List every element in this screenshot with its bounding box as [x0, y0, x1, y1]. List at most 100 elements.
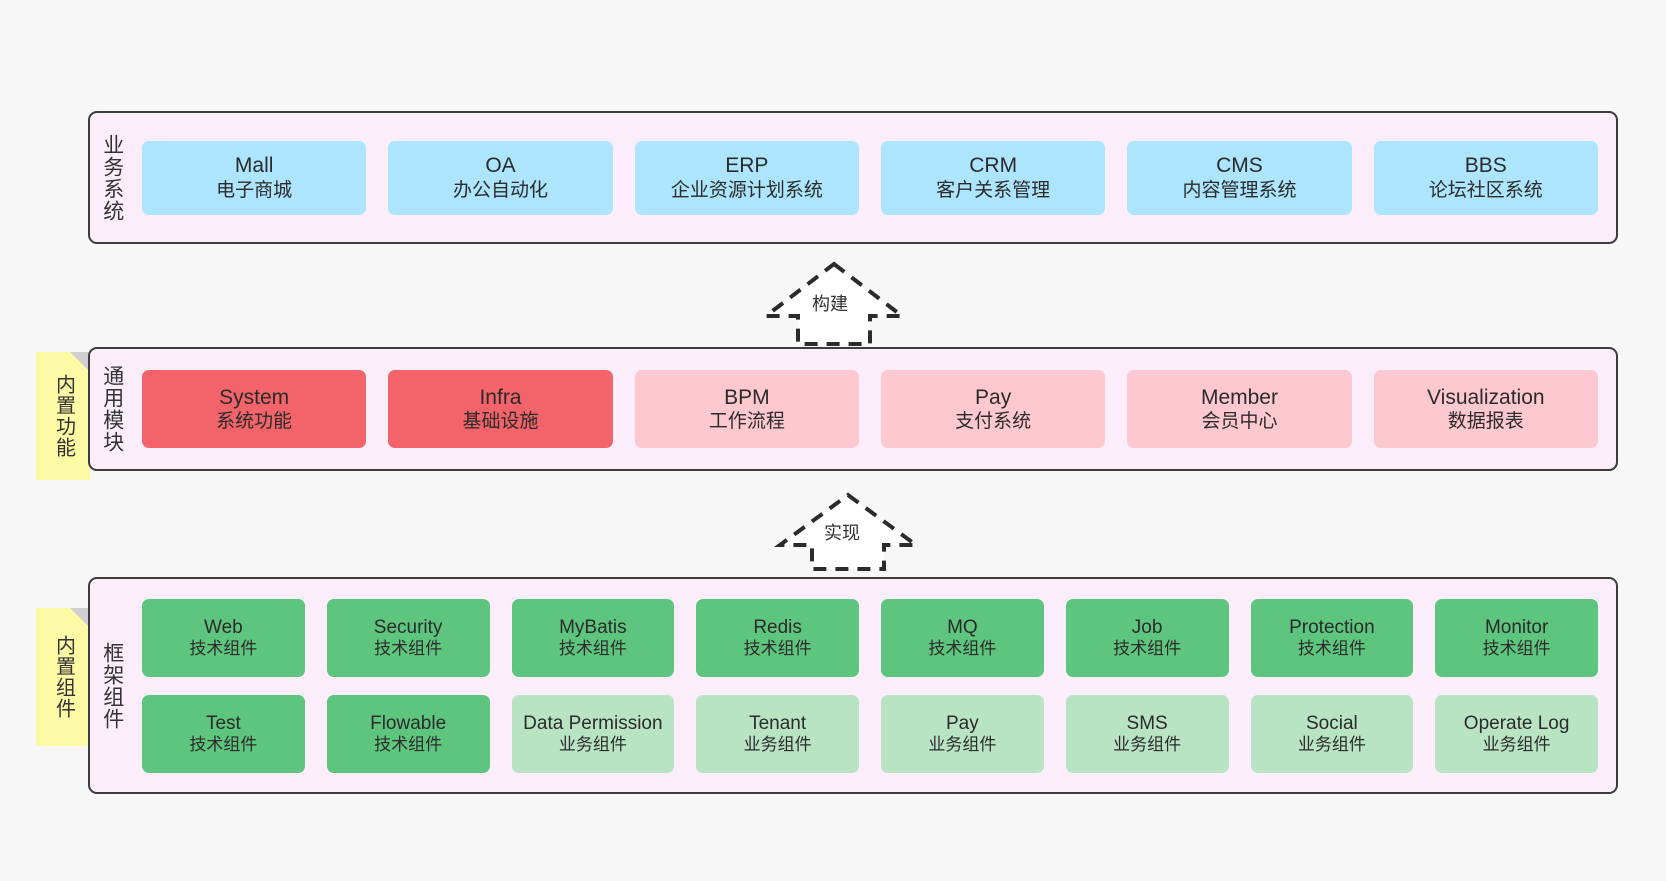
node-redis[interactable]: Redis 技术组件 [696, 598, 859, 677]
connector-implement: 实现 [766, 489, 930, 573]
layer-framework-component: 框架组件 Web 技术组件 Security 技术组件 MyBatis 技术组件… [88, 577, 1618, 794]
node-title-en: Social [1306, 712, 1358, 734]
node-title-en: Infra [479, 385, 522, 409]
node-title-en: OA [485, 154, 516, 178]
note-fold-corner-icon [70, 608, 90, 628]
note-builtin-function: 内置功能 [36, 352, 90, 480]
node-title-en: Protection [1289, 616, 1375, 638]
node-pay-module[interactable]: Pay 支付系统 [880, 370, 1106, 448]
node-pay-component[interactable]: Pay 业务组件 [881, 694, 1044, 773]
node-title-en: Flowable [370, 712, 447, 734]
node-test[interactable]: Test 技术组件 [142, 694, 305, 773]
node-tenant[interactable]: Tenant 业务组件 [696, 694, 859, 773]
node-bbs[interactable]: BBS 论坛社区系统 [1373, 140, 1598, 215]
node-title-en: Job [1131, 616, 1163, 638]
node-title-en: ERP [725, 154, 769, 178]
node-title-en: MyBatis [559, 616, 627, 638]
node-title-en: Pay [946, 712, 979, 734]
node-flowable[interactable]: Flowable 技术组件 [326, 694, 490, 773]
layer-row: System 系统功能 Infra 基础设施 BPM 工作流程 Pay 支付系统… [142, 370, 1598, 448]
node-social[interactable]: Social 业务组件 [1250, 694, 1414, 773]
node-mybatis[interactable]: MyBatis 技术组件 [511, 598, 675, 677]
node-bpm[interactable]: BPM 工作流程 [634, 370, 859, 448]
node-erp[interactable]: ERP 企业资源计划系统 [634, 140, 859, 215]
implement-arrow-icon [773, 492, 923, 571]
layer-row: Test 技术组件 Flowable 技术组件 Data Permission … [142, 694, 1598, 773]
node-title-cn: 技术组件 [743, 638, 812, 658]
layer-body-business-system: Mall 电子商城 OA 办公自动化 ERP 企业资源计划系统 CRM 客户关系… [134, 113, 1616, 242]
layer-title-business-system: 业务系统 [100, 133, 124, 222]
node-sms[interactable]: SMS 业务组件 [1065, 694, 1229, 773]
node-mq[interactable]: MQ 技术组件 [881, 598, 1044, 677]
connector-build: 构建 [752, 258, 916, 348]
node-title-cn: 技术组件 [374, 638, 443, 658]
node-data-permission[interactable]: Data Permission 业务组件 [511, 694, 675, 773]
node-member[interactable]: Member 会员中心 [1127, 370, 1352, 448]
layer-title-common-module: 通用模块 [100, 365, 124, 453]
node-title-en: System [219, 385, 290, 409]
layer-body-framework-component: Web 技术组件 Security 技术组件 MyBatis 技术组件 Redi… [134, 579, 1616, 792]
note-builtin-component: 内置组件 [36, 608, 90, 746]
node-title-cn: 技术组件 [189, 638, 258, 658]
node-web[interactable]: Web 技术组件 [142, 598, 305, 677]
node-title-en: Pay [975, 385, 1012, 409]
node-security[interactable]: Security 技术组件 [326, 598, 490, 677]
node-crm[interactable]: CRM 客户关系管理 [880, 140, 1106, 215]
node-title-cn: 技术组件 [1482, 638, 1551, 658]
node-title-cn: 办公自动化 [452, 179, 548, 201]
node-title-en: BPM [724, 385, 770, 409]
node-title-en: Monitor [1484, 616, 1549, 638]
node-infra[interactable]: Infra 基础设施 [388, 370, 613, 448]
node-title-en: Redis [753, 616, 802, 638]
node-job[interactable]: Job 技术组件 [1065, 598, 1229, 677]
node-monitor[interactable]: Monitor 技术组件 [1435, 598, 1598, 677]
node-title-cn: 论坛社区系统 [1428, 179, 1543, 201]
node-title-en: Member [1200, 385, 1278, 409]
node-title-cn: 业务组件 [1297, 734, 1366, 754]
layer-business-system: 业务系统 Mall 电子商城 OA 办公自动化 ERP 企业资源计划系统 CRM… [88, 111, 1618, 244]
build-arrow-icon [760, 261, 908, 346]
note-label: 内置组件 [52, 635, 75, 719]
layer-body-common-module: System 系统功能 Infra 基础设施 BPM 工作流程 Pay 支付系统… [134, 349, 1616, 469]
connector-implement-label: 实现 [824, 523, 860, 543]
node-title-cn: 技术组件 [189, 734, 258, 754]
node-title-cn: 业务组件 [558, 734, 627, 754]
node-title-cn: 企业资源计划系统 [670, 179, 823, 201]
node-title-cn: 客户关系管理 [936, 179, 1051, 201]
note-label: 内置功能 [52, 374, 75, 458]
node-title-en: MQ [947, 616, 978, 638]
node-title-cn: 业务组件 [928, 734, 997, 754]
node-title-cn: 电子商城 [216, 179, 293, 201]
node-cms[interactable]: CMS 内容管理系统 [1127, 140, 1352, 215]
node-title-en: CRM [969, 154, 1018, 178]
layer-row: Web 技术组件 Security 技术组件 MyBatis 技术组件 Redi… [142, 598, 1598, 677]
node-title-cn: 基础设施 [462, 411, 539, 433]
node-title-en: Mall [234, 154, 274, 178]
node-title-cn: 技术组件 [928, 638, 997, 658]
node-title-cn: 内容管理系统 [1182, 179, 1297, 201]
node-title-cn: 业务组件 [1482, 734, 1551, 754]
node-title-cn: 会员中心 [1201, 411, 1278, 433]
node-title-en: Security [373, 616, 443, 638]
node-title-en: Operate Log [1463, 712, 1570, 734]
layer-row: Mall 电子商城 OA 办公自动化 ERP 企业资源计划系统 CRM 客户关系… [142, 140, 1598, 215]
node-title-cn: 业务组件 [1113, 734, 1182, 754]
node-title-cn: 业务组件 [743, 734, 812, 754]
node-title-cn: 支付系统 [955, 411, 1032, 433]
node-mall[interactable]: Mall 电子商城 [142, 140, 367, 215]
node-title-cn: 数据报表 [1447, 411, 1524, 433]
node-oa[interactable]: OA 办公自动化 [388, 140, 613, 215]
node-title-cn: 技术组件 [558, 638, 627, 658]
connector-build-label: 构建 [812, 294, 848, 314]
node-title-en: Tenant [749, 712, 807, 734]
node-title-en: Data Permission [523, 712, 663, 734]
node-title-cn: 技术组件 [1297, 638, 1366, 658]
node-visualization[interactable]: Visualization 数据报表 [1373, 370, 1598, 448]
node-system[interactable]: System 系统功能 [142, 370, 367, 448]
node-title-en: Web [204, 616, 243, 638]
node-protection[interactable]: Protection 技术组件 [1250, 598, 1414, 677]
node-operate-log[interactable]: Operate Log 业务组件 [1435, 694, 1598, 773]
node-title-en: Visualization [1427, 385, 1545, 409]
node-title-cn: 技术组件 [374, 734, 443, 754]
layer-common-module: 通用模块 System 系统功能 Infra 基础设施 BPM 工作流程 Pay… [88, 347, 1618, 471]
